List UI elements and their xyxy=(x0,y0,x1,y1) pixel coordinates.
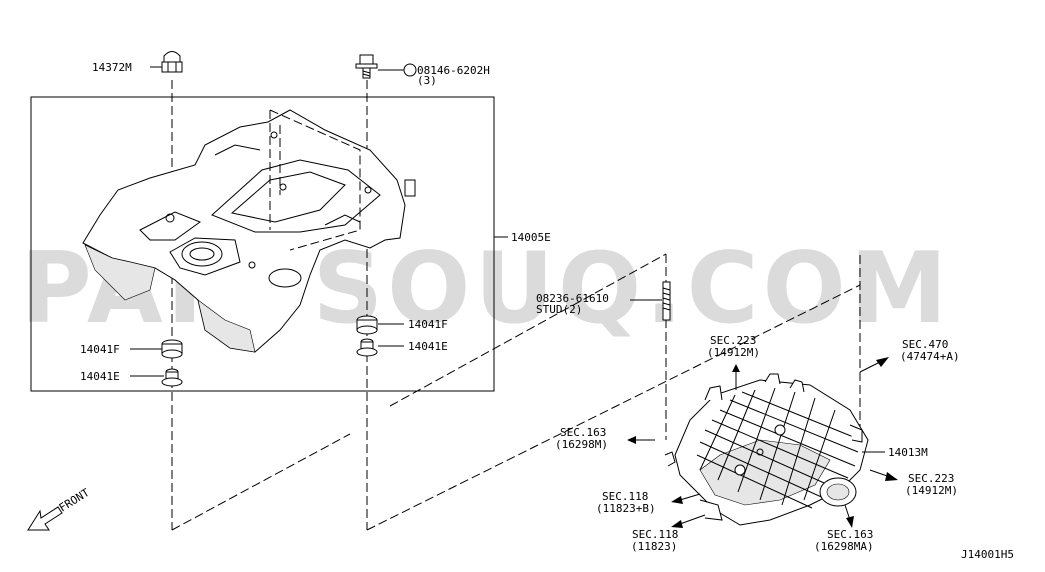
label-sec223-top: SEC.223 xyxy=(710,334,756,347)
grommet-icon xyxy=(356,315,378,335)
label-sec163-bottom-ref: (16298MA) xyxy=(814,540,874,553)
label-14041E-left: 14041E xyxy=(80,370,120,383)
label-08146-6202H: 08146-6202H xyxy=(417,64,490,77)
sec-arrows xyxy=(627,357,898,528)
label-14041F-left: 14041F xyxy=(80,343,120,356)
label-sec118-b-ref: (11823+B) xyxy=(596,502,656,515)
label-sec163-left: SEC.163 xyxy=(560,426,606,439)
label-sec470-ref: (47474+A) xyxy=(900,350,960,363)
collar-icon xyxy=(356,338,378,357)
bolt-marker xyxy=(403,63,417,77)
diagram-id: J14001H5 xyxy=(961,548,1014,561)
label-sec118-b: SEC.118 xyxy=(602,490,648,503)
engine-cover-icon xyxy=(82,109,416,353)
label-sec118: SEC.118 xyxy=(632,528,678,541)
label-14041E-right: 14041E xyxy=(408,340,448,353)
intake-manifold-icon xyxy=(664,373,869,526)
label-14005E: 14005E xyxy=(511,231,551,244)
label-stud-number: 08236-61610 xyxy=(536,292,609,305)
label-08146-qty: (3) xyxy=(417,74,437,87)
label-sec223-top-ref: (14912M) xyxy=(707,346,760,359)
label-stud-name: STUD(2) xyxy=(536,303,582,316)
label-14013M: 14013M xyxy=(888,446,928,459)
stud-icon xyxy=(662,281,671,321)
guide-lines xyxy=(171,80,861,531)
grommet-icon xyxy=(161,339,183,359)
label-sec163-left-ref: (16298M) xyxy=(555,438,608,451)
label-14372M: 14372M xyxy=(92,61,132,74)
label-sec470: SEC.470 xyxy=(902,338,948,351)
label-sec223-right: SEC.223 xyxy=(908,472,954,485)
bolt-icon xyxy=(355,54,378,79)
label-sec223-right-ref: (14912M) xyxy=(905,484,958,497)
label-14041F-right: 14041F xyxy=(408,318,448,331)
cap-nut-icon xyxy=(161,51,183,73)
label-sec163-bottom: SEC.163 xyxy=(827,528,873,541)
front-arrow-icon xyxy=(27,506,63,531)
label-sec118-ref: (11823) xyxy=(631,540,677,553)
front-label: FRONT xyxy=(57,486,92,515)
cover-assembly-frame xyxy=(30,96,495,392)
collar-icon xyxy=(161,368,183,387)
